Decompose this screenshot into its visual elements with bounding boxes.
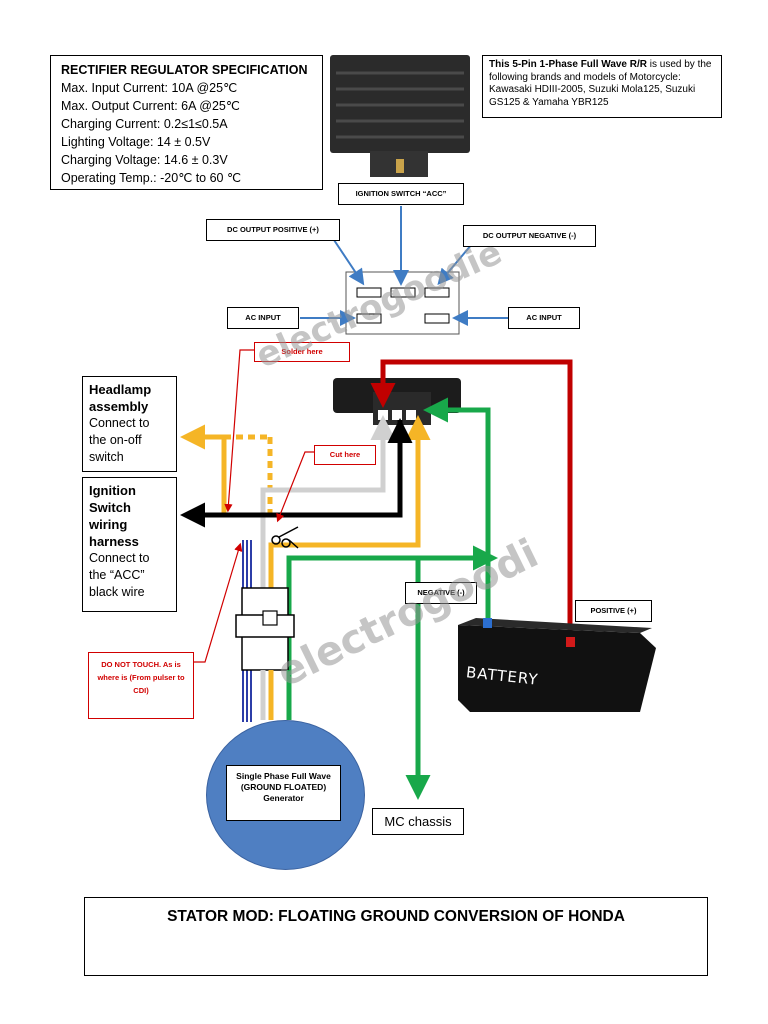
label-dc-output-negative: DC OUTPUT NEGATIVE (-) <box>463 225 596 247</box>
spec-title: RECTIFIER REGULATOR SPECIFICATION <box>61 63 308 77</box>
ignition-title: Ignition Switch wiring harness <box>89 483 139 549</box>
rectifier-photo <box>330 55 470 177</box>
label-do-not-touch: DO NOT TOUCH. As is where is (From pulse… <box>88 652 194 719</box>
scissors-icon <box>271 526 299 549</box>
headlamp-title: Headlamp assembly <box>89 382 152 414</box>
label-dc-output-positive: DC OUTPUT POSITIVE (+) <box>206 219 340 241</box>
generator-label: Single Phase Full Wave (GROUND FLOATED) … <box>226 765 341 821</box>
note-rest: is used by the following brands and mode… <box>489 59 712 108</box>
ignition-box: Ignition Switch wiring harness Connect t… <box>82 477 177 612</box>
note-bold: This 5-Pin 1-Phase Full Wave R/R <box>489 59 647 70</box>
spec-line: Max. Input Current: 10A @25℃ <box>61 81 238 95</box>
label-ac-input-left: AC INPUT <box>227 307 299 329</box>
label-ac-input-right: AC INPUT <box>508 307 580 329</box>
spec-line: Charging Current: 0.2≤1≤0.5A <box>61 117 228 131</box>
headlamp-body: Connect to the on-off switch <box>89 416 150 464</box>
label-solder-here: Solder here <box>254 342 350 362</box>
spec-line: Charging Voltage: 14.6 ± 0.3V <box>61 153 228 167</box>
label-negative: NEGATIVE (-) <box>405 582 477 604</box>
label-ignition-acc: IGNITION SWITCH “ACC” <box>338 183 464 205</box>
rectifier-small <box>333 378 461 425</box>
spec-box: RECTIFIER REGULATOR SPECIFICATION Max. I… <box>50 55 323 190</box>
chassis-label: MC chassis <box>372 808 464 835</box>
label-positive: POSITIVE (+) <box>575 600 652 622</box>
battery-icon <box>458 618 656 712</box>
page-title: STATOR MOD: FLOATING GROUND CONVERSION O… <box>84 897 708 976</box>
ignition-body: Connect to the “ACC” black wire <box>89 551 150 599</box>
spec-line: Max. Output Current: 6A @25℃ <box>61 99 240 113</box>
spec-line: Lighting Voltage: 14 ± 0.5V <box>61 135 211 149</box>
label-cut-here: Cut here <box>314 445 376 465</box>
compatibility-note: This 5-Pin 1-Phase Full Wave R/R is used… <box>482 55 722 118</box>
spec-line: Operating Temp.: -20℃ to 60 ℃ <box>61 171 242 185</box>
headlamp-box: Headlamp assembly Connect to the on-off … <box>82 376 177 472</box>
wiring-diagram <box>180 206 656 800</box>
